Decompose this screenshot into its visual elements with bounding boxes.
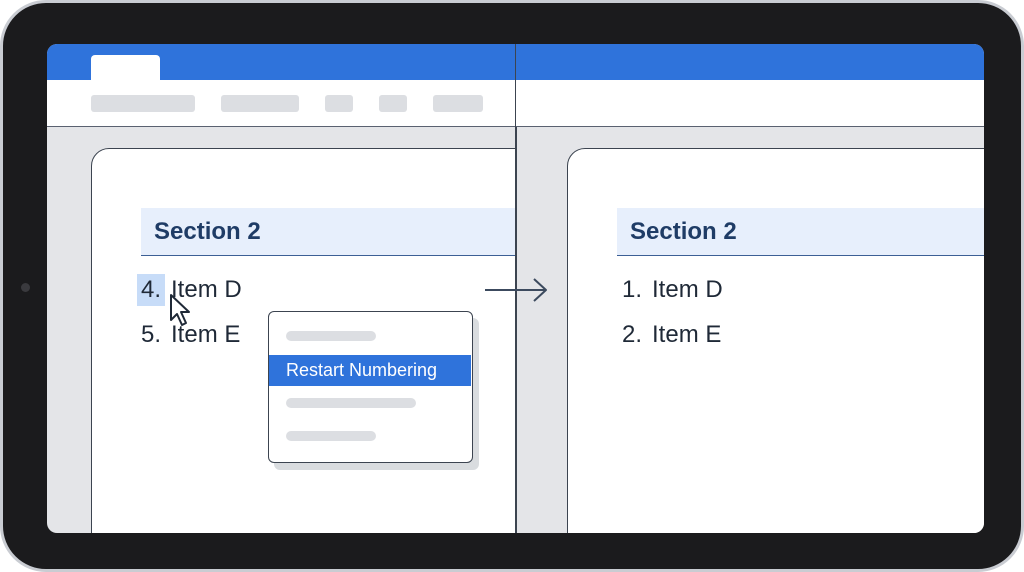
list-number-selected[interactable]: 4.	[137, 274, 166, 306]
menu-item-placeholder[interactable]	[286, 431, 376, 441]
toolbar-button-placeholder[interactable]	[221, 95, 299, 112]
after-pane: Section 2 1. Item D 2. Item E	[516, 44, 984, 533]
mouse-pointer-icon	[170, 294, 190, 326]
list-item-label: Item D	[652, 276, 723, 303]
list-item[interactable]: 2. Item E	[618, 319, 721, 351]
list-number[interactable]: 1.	[622, 276, 643, 303]
menu-item-placeholder[interactable]	[286, 331, 376, 341]
menu-item-placeholder[interactable]	[286, 398, 416, 408]
list-item[interactable]: 1. Item D	[618, 274, 723, 306]
list-number[interactable]: 5.	[141, 321, 162, 348]
context-menu: Restart Numbering	[268, 311, 473, 463]
toolbar-button-placeholder[interactable]	[325, 95, 353, 112]
menu-item-restart-numbering[interactable]: Restart Numbering	[269, 355, 471, 386]
list-item[interactable]: 4.Item D	[137, 274, 242, 306]
document-tab[interactable]	[91, 55, 160, 80]
before-pane: Section 2 4.Item D 5.Item E Restart Numb…	[47, 44, 515, 533]
screen: Section 2 4.Item D 5.Item E Restart Numb…	[47, 44, 984, 533]
camera-dot	[21, 283, 30, 292]
title-bar	[516, 44, 984, 80]
toolbar-button-placeholder[interactable]	[433, 95, 483, 112]
list-number[interactable]: 2.	[622, 321, 643, 348]
section-heading: Section 2	[141, 208, 515, 256]
toolbar-button-placeholder[interactable]	[91, 95, 195, 112]
section-heading: Section 2	[617, 208, 984, 256]
toolbar-button-placeholder[interactable]	[379, 95, 407, 112]
list-item-label: Item D	[171, 276, 242, 303]
toolbar	[516, 80, 984, 127]
split-divider	[515, 44, 517, 533]
toolbar	[47, 80, 515, 127]
title-bar	[47, 44, 515, 80]
list-item-label: Item E	[652, 321, 722, 348]
arrow-right-icon	[485, 278, 547, 302]
